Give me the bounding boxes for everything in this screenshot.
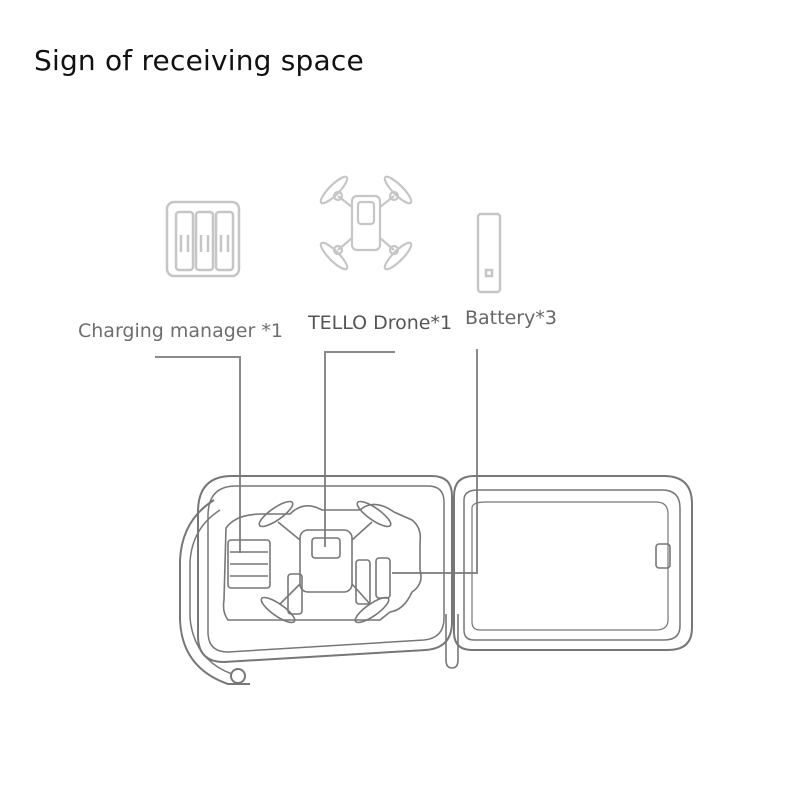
- foam-insert: [222, 503, 422, 621]
- case-drone: [258, 500, 392, 624]
- charging-manager-leader: [155, 356, 241, 553]
- zipper-pull: [445, 614, 459, 669]
- drone-leader: [324, 351, 395, 547]
- drone-icon: [319, 175, 413, 271]
- lid-tab: [655, 543, 671, 569]
- charging-manager-label: Charging manager *1: [78, 320, 283, 342]
- drone-label: TELLO Drone*1: [308, 312, 453, 334]
- battery-label: Battery*3: [465, 307, 557, 329]
- case-rivet: [230, 668, 246, 684]
- battery-icon: [476, 212, 502, 294]
- case-charging-manager: [227, 539, 271, 589]
- carrying-case: [179, 475, 693, 685]
- case-handle: [179, 499, 250, 685]
- case-lid: [453, 475, 693, 651]
- charging-manager-icon: [165, 200, 241, 278]
- page-title: Sign of receiving space: [34, 44, 364, 77]
- case-left-shell: [197, 475, 453, 664]
- leader-lines: [155, 349, 478, 574]
